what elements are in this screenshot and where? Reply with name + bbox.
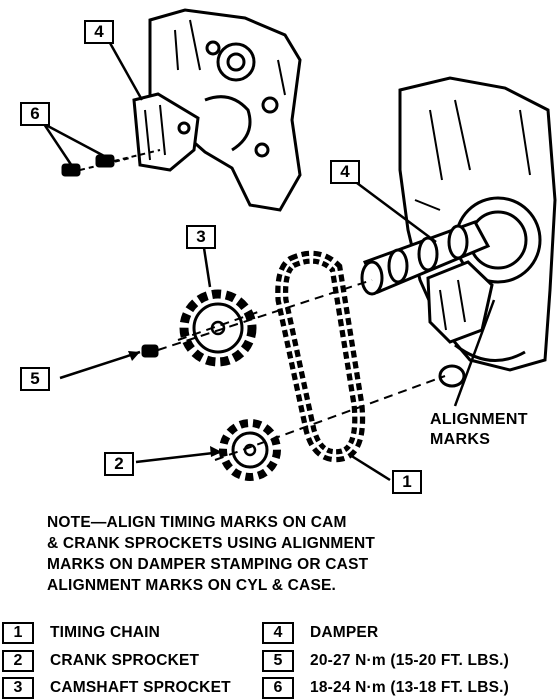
callout-6: 6 (20, 102, 50, 126)
note-line-1: NOTE—ALIGN TIMING MARKS ON CAM (47, 514, 347, 531)
legend-number: 1 (2, 622, 34, 644)
alignment-marks-line-2: MARKS (430, 431, 491, 448)
legend-item-4: 4 DAMPER (262, 622, 378, 644)
callout-4-right: 4 (330, 160, 360, 184)
leader-arrowheads (128, 351, 222, 457)
legend-number: 5 (262, 650, 294, 672)
legend-number: 6 (262, 677, 294, 699)
legend-item-5: 5 20-27 N·m (15-20 FT. LBS.) (262, 650, 509, 672)
callout-3: 3 (186, 225, 216, 249)
legend-label: TIMING CHAIN (50, 624, 161, 641)
alignment-lines (157, 279, 446, 461)
timing-chain (275, 250, 366, 463)
legend-item-1: 1 TIMING CHAIN (2, 622, 160, 644)
crank-sprocket (219, 419, 281, 481)
timing-chain-illustration (42, 8, 557, 482)
alignment-marks-label: ALIGNMENT MARKS (430, 410, 528, 450)
leader-lines (42, 42, 496, 482)
legend-number: 4 (262, 622, 294, 644)
legend-label: CAMSHAFT SPROCKET (50, 679, 231, 696)
legend-item-3: 3 CAMSHAFT SPROCKET (2, 677, 231, 699)
camshaft-sprocket (179, 289, 257, 367)
callout-2: 2 (104, 452, 134, 476)
legend-item-2: 2 CRANK SPROCKET (2, 650, 199, 672)
note-line-3: MARKS ON DAMPER STAMPING OR CAST (47, 556, 369, 573)
legend-number: 3 (2, 677, 34, 699)
note-line-4: ALIGNMENT MARKS ON CYL & CASE. (47, 577, 337, 594)
bolts-6 (61, 149, 161, 177)
note-line-2: & CRANK SPROCKETS USING ALIGNMENT (47, 535, 376, 552)
legend-number: 2 (2, 650, 34, 672)
callout-4-top: 4 (84, 20, 114, 44)
callout-1: 1 (392, 470, 422, 494)
legend-item-6: 6 18-24 N·m (13-18 FT. LBS.) (262, 677, 509, 699)
callout-5: 5 (20, 367, 50, 391)
bolt-5 (141, 344, 159, 358)
camshaft (360, 220, 491, 296)
damper-upper (132, 92, 200, 172)
legend-label: DAMPER (310, 624, 379, 641)
alignment-marks-line-1: ALIGNMENT (430, 411, 528, 428)
legend-label: CRANK SPROCKET (50, 652, 200, 669)
legend-label: 18-24 N·m (13-18 FT. LBS.) (310, 679, 510, 696)
note-text: NOTE—ALIGN TIMING MARKS ON CAM & CRANK S… (47, 512, 547, 596)
legend-label: 20-27 N·m (15-20 FT. LBS.) (310, 652, 510, 669)
